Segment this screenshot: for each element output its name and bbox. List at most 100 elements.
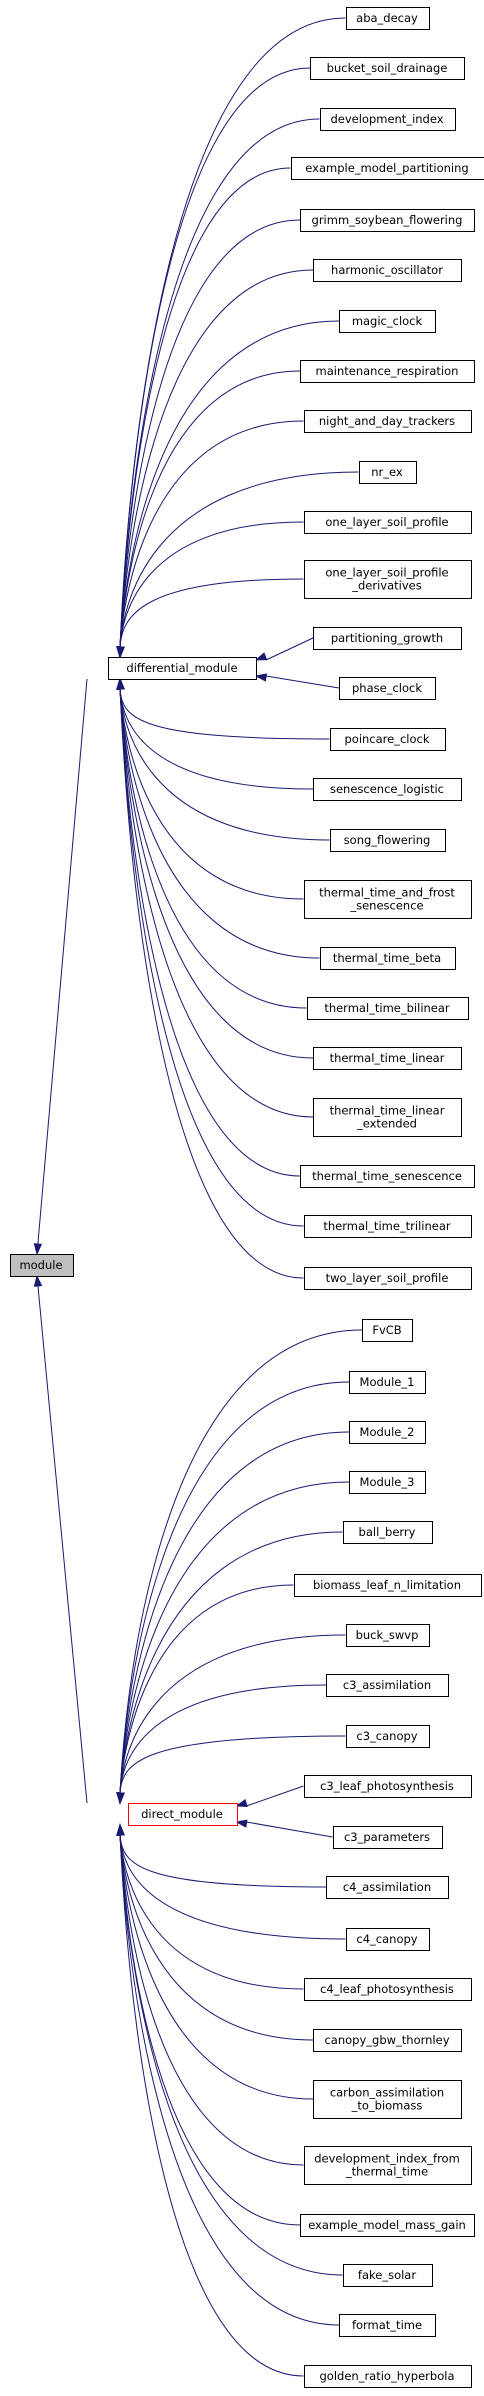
node-box <box>346 1928 430 1951</box>
node-thermal-time-and-frost-senescence[interactable]: thermal_time_and_frost_senescence <box>304 880 472 919</box>
node-box <box>313 627 462 650</box>
node-c4-assimilation[interactable]: c4_assimilation <box>326 1876 449 1899</box>
node-bucket-soil-drainage[interactable]: bucket_soil_drainage <box>310 57 465 80</box>
node-box <box>320 947 456 970</box>
node-label: Module_3 <box>360 1475 415 1489</box>
node-nr-ex[interactable]: nr_ex <box>359 461 417 484</box>
node-thermal-time-linear-extended[interactable]: thermal_time_linear_extended <box>313 1098 462 1137</box>
node-fake-solar[interactable]: fake_solar <box>343 2264 433 2287</box>
node-label: fake_solar <box>358 2268 416 2282</box>
node-c3-assimilation[interactable]: c3_assimilation <box>326 1674 449 1697</box>
node-label: module <box>19 1258 62 1272</box>
node-label: buck_swvp <box>356 1628 419 1642</box>
node-label: night_and_day_trackers <box>319 414 455 428</box>
node-differential-module[interactable]: differential_module <box>108 657 257 680</box>
node-box <box>294 1574 482 1597</box>
node-label: senescence_logistic <box>330 782 444 796</box>
edge-maintenance-respiration <box>119 370 301 648</box>
node-one-layer-soil-profile[interactable]: one_layer_soil_profile <box>304 511 472 534</box>
node-night-and-day-trackers[interactable]: night_and_day_trackers <box>304 410 472 433</box>
node-two-layer-soil-profile[interactable]: two_layer_soil_profile <box>304 1267 472 1290</box>
node-box <box>304 511 472 534</box>
node-c4-canopy[interactable]: c4_canopy <box>346 1928 430 1951</box>
node-thermal-time-linear[interactable]: thermal_time_linear <box>313 1047 462 1070</box>
edge-buck-swvp <box>119 1634 346 1794</box>
node-magic-clock[interactable]: magic_clock <box>339 310 436 333</box>
edge-thermal-time-linear-extended <box>119 688 314 1118</box>
node-phase-clock[interactable]: phase_clock <box>339 677 436 700</box>
node-label: aba_decay <box>356 11 418 25</box>
node-buck-swvp[interactable]: buck_swvp <box>346 1624 430 1647</box>
node-c3-parameters[interactable]: c3_parameters <box>333 1826 443 1849</box>
node-c4-leaf-photosynthesis[interactable]: c4_leaf_photosynthesis <box>304 1978 472 2001</box>
node-box <box>313 259 462 282</box>
arrowhead-icon <box>235 1798 248 1808</box>
node-development-index-from-thermal-time[interactable]: development_index_from_thermal_time <box>304 2146 472 2185</box>
node-label: thermal_time_beta <box>333 951 441 965</box>
node-partitioning-growth[interactable]: partitioning_growth <box>313 627 462 650</box>
node-box <box>291 157 484 180</box>
node-song-flowering[interactable]: song_flowering <box>330 829 446 852</box>
node-label: song_flowering <box>344 833 431 847</box>
node-thermal-time-senescence[interactable]: thermal_time_senescence <box>300 1165 475 1188</box>
node-label: _senescence <box>349 899 423 913</box>
node-senescence-logistic[interactable]: senescence_logistic <box>313 778 462 801</box>
node-grimm-soybean-flowering[interactable]: grimm_soybean_flowering <box>300 209 475 232</box>
node-box <box>304 880 472 919</box>
node-box <box>10 1254 74 1277</box>
node-example-model-mass-gain[interactable]: example_model_mass_gain <box>300 2214 475 2237</box>
node-label: thermal_time_senescence <box>312 1169 462 1183</box>
edge-direct-module-to-module <box>36 1275 88 1804</box>
node-box <box>313 778 462 801</box>
node-box <box>300 1165 475 1188</box>
node-example-model-partitioning[interactable]: example_model_partitioning <box>291 157 484 180</box>
node-format-time[interactable]: format_time <box>339 2314 436 2337</box>
node-direct-module[interactable]: direct_module <box>128 1803 238 1826</box>
node-box <box>300 2214 475 2237</box>
node-thermal-time-beta[interactable]: thermal_time_beta <box>320 947 456 970</box>
node-label: c3_canopy <box>356 1729 417 1743</box>
edge-two-layer-soil-profile <box>119 688 304 1279</box>
node-harmonic-oscillator[interactable]: harmonic_oscillator <box>313 259 462 282</box>
node-development-index[interactable]: development_index <box>320 108 456 131</box>
node-box <box>359 461 417 484</box>
node-module-2[interactable]: Module_2 <box>349 1421 426 1444</box>
node-label: example_model_partitioning <box>305 161 468 175</box>
node-golden-ratio-hyperbola[interactable]: golden_ratio_hyperbola <box>304 2365 472 2388</box>
node-fvcb[interactable]: FvCB <box>362 1319 413 1342</box>
node-canopy-gbw-thornley[interactable]: canopy_gbw_thornley <box>313 2029 462 2052</box>
node-ball-berry[interactable]: ball_berry <box>343 1521 433 1544</box>
edge-c3-parameters <box>246 1821 333 1838</box>
arrowhead-icon <box>116 1823 125 1836</box>
node-label: c3_leaf_photosynthesis <box>320 1779 454 1793</box>
node-thermal-time-trilinear[interactable]: thermal_time_trilinear <box>304 1215 472 1238</box>
node-box <box>339 310 436 333</box>
node-module[interactable]: module <box>10 1254 74 1277</box>
edge-carbon-assimilation-to-biomass <box>119 1834 314 2100</box>
node-thermal-time-bilinear[interactable]: thermal_time_bilinear <box>307 997 469 1020</box>
node-label: grimm_soybean_flowering <box>312 213 463 227</box>
edge-format-time <box>119 1834 340 2326</box>
edge-c3-canopy <box>119 1735 346 1794</box>
node-biomass-leaf-n-limitation[interactable]: biomass_leaf_n_limitation <box>294 1574 482 1597</box>
node-poincare-clock[interactable]: poincare_clock <box>330 728 446 751</box>
edge-night-and-day-trackers <box>119 420 304 648</box>
node-box <box>343 1521 433 1544</box>
edge-golden-ratio-hyperbola <box>119 1834 304 2377</box>
node-box <box>304 1978 472 2001</box>
node-box <box>300 209 475 232</box>
node-one-layer-soil-profile-derivatives[interactable]: one_layer_soil_profile_derivatives <box>304 560 472 599</box>
node-c3-canopy[interactable]: c3_canopy <box>346 1725 430 1748</box>
node-maintenance-respiration[interactable]: maintenance_respiration <box>300 360 475 383</box>
node-module-3[interactable]: Module_3 <box>349 1471 426 1494</box>
arrowhead-icon <box>33 1274 43 1287</box>
edge-thermal-time-senescence <box>119 688 301 1177</box>
node-carbon-assimilation-to-biomass[interactable]: carbon_assimilation_to_biomass <box>313 2080 462 2119</box>
edge-c3-assimilation <box>119 1684 327 1794</box>
node-c3-leaf-photosynthesis[interactable]: c3_leaf_photosynthesis <box>304 1775 472 1798</box>
node-label: golden_ratio_hyperbola <box>320 2369 455 2383</box>
node-label: Module_2 <box>360 1425 415 1439</box>
node-box <box>346 1725 430 1748</box>
node-aba-decay[interactable]: aba_decay <box>346 7 430 30</box>
node-module-1[interactable]: Module_1 <box>349 1371 426 1394</box>
